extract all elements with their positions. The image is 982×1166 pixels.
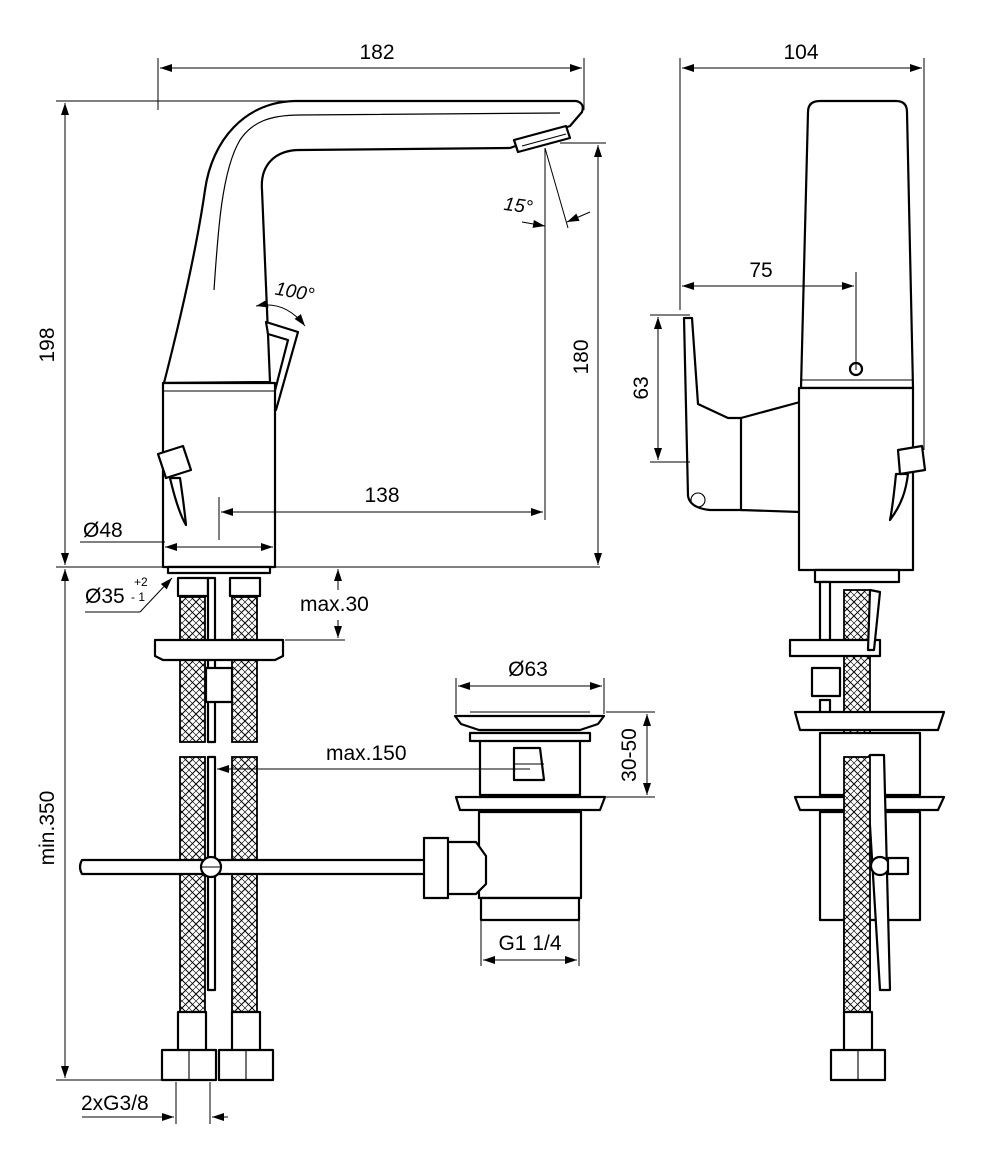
mounting-plate xyxy=(153,638,285,662)
label-height-total: 198 xyxy=(36,327,59,362)
label-lever-rotation: 100° xyxy=(273,279,316,307)
label-spout-height: 180 xyxy=(570,339,593,374)
faucet-base xyxy=(166,565,272,575)
dimension-lines xyxy=(56,58,925,1124)
spout-inner-line xyxy=(213,112,561,291)
front-view xyxy=(78,99,584,1082)
label-waste-range: 30-50 xyxy=(618,728,641,782)
hose-right xyxy=(231,596,258,743)
side-view xyxy=(682,99,946,1082)
label-min-hose: min.350 xyxy=(36,791,59,866)
label-max-rod: max.150 xyxy=(326,742,407,765)
label-hole-tol-minus: - 1 xyxy=(131,590,145,604)
label-waste-diameter: Ø63 xyxy=(508,658,548,681)
waste-cap xyxy=(453,714,606,732)
label-total-width: 182 xyxy=(359,41,394,64)
label-hole-diameter: Ø35 xyxy=(85,585,125,608)
side-lever xyxy=(682,316,746,512)
label-handle-height: 63 xyxy=(630,376,653,399)
connecting-rod xyxy=(78,858,432,876)
label-waste-thread: G1 1/4 xyxy=(498,932,561,955)
side-spout xyxy=(799,99,915,390)
label-spout-tilt: 15° xyxy=(502,194,534,219)
label-hose-thread: 2xG3/8 xyxy=(81,1092,149,1115)
label-hole-tol-plus: +2 xyxy=(134,575,148,589)
label-handle-offset: 75 xyxy=(749,259,772,282)
label-max-deck: max.30 xyxy=(300,593,369,616)
side-body xyxy=(797,386,915,572)
label-base-diameter: Ø48 xyxy=(83,519,123,542)
hose-left xyxy=(179,596,206,743)
waste-valve xyxy=(422,711,607,922)
dimension-labels: 182 104 198 180 138 Ø48 Ø35 +2 - 1 max.3… xyxy=(36,41,819,1115)
waste-flange xyxy=(454,795,607,812)
waste-body xyxy=(477,810,583,900)
spout-body xyxy=(162,99,584,385)
popup-knob xyxy=(156,444,193,480)
label-side-width: 104 xyxy=(783,41,818,64)
label-reach: 138 xyxy=(364,484,399,507)
hose-fitting-left xyxy=(176,1010,208,1054)
aerator xyxy=(512,124,572,154)
